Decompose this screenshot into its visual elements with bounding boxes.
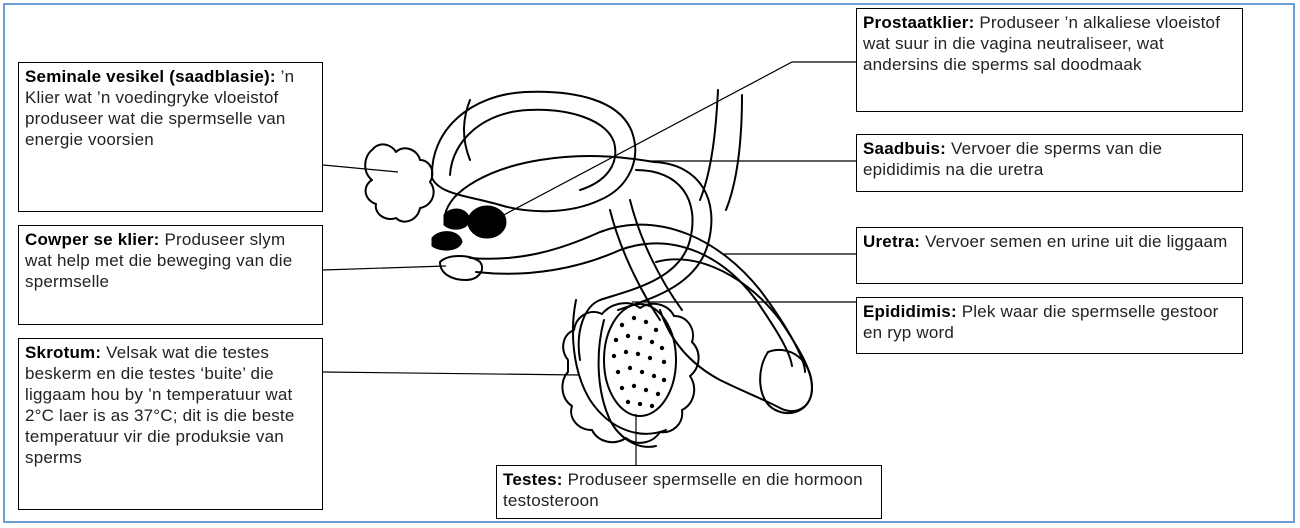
label-term: Prostaatklier: (863, 13, 974, 32)
scrotum-outline (562, 303, 698, 443)
cowper-gland-shape (440, 256, 482, 280)
label-term: Skrotum: (25, 343, 101, 362)
seminal-vesicle-shape (365, 144, 433, 221)
label-text: Vervoer semen en urine uit die liggaam (920, 232, 1227, 251)
leader-cowper (323, 266, 446, 270)
testis-oval (604, 304, 676, 416)
vas-upward (445, 156, 654, 215)
ejaculatory-dark-2 (432, 232, 462, 250)
label-vas-deferens: Saadbuis: Vervoer die sperms van die epi… (856, 134, 1243, 192)
leader-prostaat (498, 62, 856, 218)
label-term: Seminale vesikel (saadblasie): (25, 67, 276, 86)
label-scrotum: Skrotum: Velsak wat die testes beskerm e… (18, 338, 323, 510)
sperm-dots (612, 316, 666, 408)
ejaculatory-dark-1 (444, 209, 470, 229)
label-seminal-vesicle: Seminale vesikel (saadblasie): ’n Klier … (18, 62, 323, 212)
label-term: Cowper se klier: (25, 230, 160, 249)
label-term: Saadbuis: (863, 139, 946, 158)
bladder-inner (450, 110, 615, 190)
label-epididymis: Epididimis: Plek waar die spermselle ges… (856, 297, 1243, 354)
leader-skrotum (323, 372, 580, 375)
leader-seminal (323, 165, 398, 172)
label-term: Epididimis: (863, 302, 957, 321)
label-prostate: Prostaatklier: Produseer ’n alkaliese vl… (856, 8, 1243, 112)
label-cowper-gland: Cowper se klier: Produseer slym wat help… (18, 225, 323, 325)
urethra-shaft (470, 225, 805, 372)
label-term: Testes: (503, 470, 563, 489)
prostate-gland (468, 206, 506, 238)
label-urethra: Uretra: Vervoer semen en urine uit die l… (856, 227, 1243, 284)
label-term: Uretra: (863, 232, 920, 251)
label-testes: Testes: Produseer spermselle en die horm… (496, 465, 882, 519)
